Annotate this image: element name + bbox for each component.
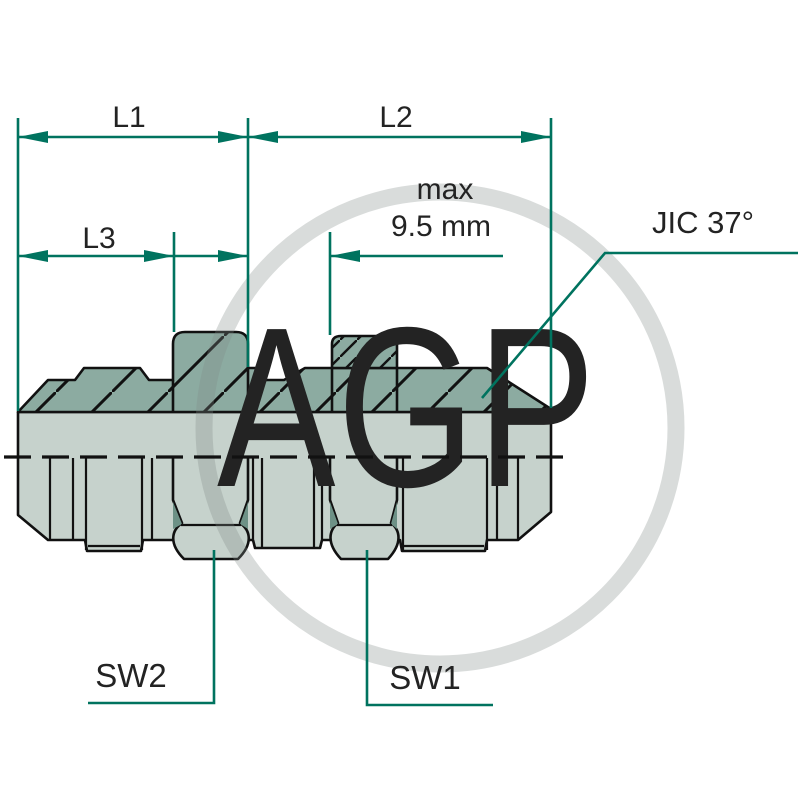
arrow-l1-right [218,131,248,143]
watermark-text: AGP [217,281,597,535]
locknut-section [330,334,399,370]
watermark: AGP [195,183,685,673]
label-jic-thread: JIC 37° [652,205,754,240]
label-max-line2: 9.5 mm [391,210,491,243]
dimension-lines [16,118,798,707]
arrow-l2-right [521,131,551,143]
sw2-nut [171,458,251,561]
jic-leader-line [481,251,798,399]
sw1-leader-line [365,550,493,707]
body-groove-lines [48,458,520,550]
arrow-l1-left [18,131,48,143]
band-edge-lines [171,368,399,412]
arrow-l2-left [248,131,278,143]
sw1-shadow-left [330,502,338,529]
label-max-line1: max [417,173,474,206]
sw1-shadow-right [391,502,397,529]
fitting-lower-body [16,410,553,561]
dimension-arrowheads [18,131,551,262]
arrow-max-outside-left [218,250,248,262]
sw2-shadow-right [240,502,248,529]
fitting-top-section [16,330,553,414]
labels: L1 L2 L3 max 9.5 mm JIC 37° SW2 SW1 [82,101,754,696]
label-sw1: SW1 [389,659,461,696]
label-l1: L1 [112,101,145,134]
threaded-band-hatch [16,330,553,414]
label-l2: L2 [379,101,412,134]
sw2-leader-line [88,550,216,705]
label-l3: L3 [82,222,115,255]
label-sw2: SW2 [95,657,167,694]
arrow-l3-right [144,250,174,262]
watermark-circle [195,183,685,673]
sw1-nut [328,458,400,561]
arrow-l3-left [18,250,48,262]
arrow-max-outside-right [330,250,360,262]
sw2-shadow-left [173,502,182,529]
